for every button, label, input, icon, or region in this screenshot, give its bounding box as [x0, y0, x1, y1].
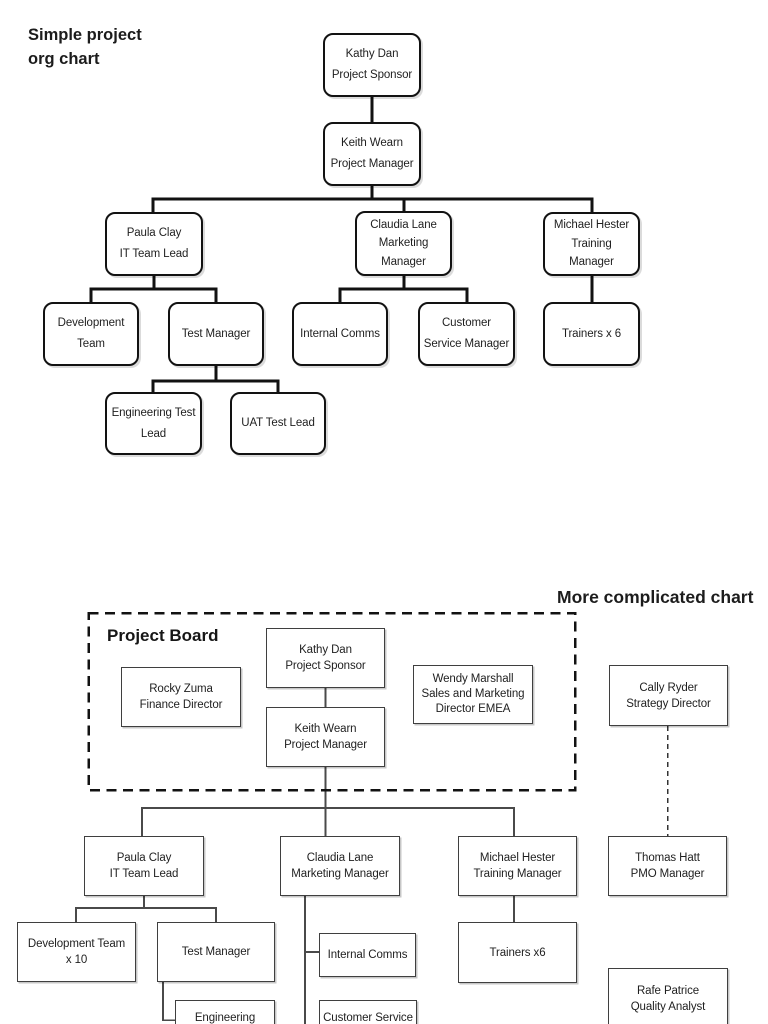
node-line: Development Team [27, 938, 126, 950]
node-line: Michael Hester [479, 852, 556, 864]
node-line: Training Manager [473, 868, 562, 880]
project-board-dashed-border [87, 611, 577, 792]
org2-node-rocky-zuma: Rocky Zuma Finance Director [121, 667, 241, 727]
node-line: Claudia Lane [370, 218, 437, 231]
project-board-label-text: Project Board [107, 626, 219, 645]
node-line: Development [57, 317, 125, 329]
simple-chart-title-line1: Simple project [28, 26, 142, 44]
node-line: Paula Clay [116, 852, 172, 864]
node-line: Manager [569, 256, 614, 269]
org2-node-thomas-hatt: Thomas Hatt PMO Manager [608, 836, 727, 896]
node-line: Test Manager [181, 946, 251, 958]
node-line: x 10 [65, 954, 88, 966]
org-node-claudia-lane: Claudia Lane Marketing Manager [355, 211, 452, 276]
org2-node-trainers-x6: Trainers x6 [458, 922, 577, 983]
node-line: Trainers x 6 [561, 327, 622, 340]
node-line: Project Manager [284, 739, 367, 751]
org-node-internal-comms: Internal Comms [292, 302, 388, 366]
node-line: Rocky Zuma [149, 683, 213, 695]
node-line: Team [77, 338, 105, 350]
complicated-chart-title-text: More complicated chart [557, 587, 754, 607]
org2-node-development-team-x10: Development Team x 10 [17, 922, 136, 982]
org-node-kathy-dan: Kathy Dan Project Sponsor [323, 33, 421, 97]
org2-node-keith-wearn: Keith Wearn Project Manager [266, 707, 385, 767]
node-line: Wendy Marshall [432, 672, 514, 685]
org-node-customer-service-manager: Customer Service Manager [418, 302, 515, 366]
org-node-keith-wearn: Keith Wearn Project Manager [323, 122, 421, 186]
complicated-chart-title: More complicated chart [557, 585, 753, 609]
node-line: PMO Manager [630, 868, 705, 880]
node-line: Internal Comms [300, 327, 380, 340]
node-line: Director EMEA [435, 703, 511, 716]
org2-node-internal-comms: Internal Comms [319, 933, 416, 977]
node-line: Paula Clay [126, 227, 182, 239]
node-line: Engineering Test [111, 406, 196, 419]
node-line: Kathy Dan [299, 644, 352, 656]
node-line: Test Manager [181, 327, 251, 340]
simple-chart-title-line2: org chart [28, 50, 100, 68]
org2-node-customer-service: Customer Service [319, 1000, 417, 1024]
node-line: Trainers x6 [489, 946, 546, 959]
node-line: Project Sponsor [285, 660, 366, 672]
node-line: Internal Comms [327, 949, 408, 961]
node-line: Project Manager [330, 158, 414, 170]
org-node-uat-test-lead: UAT Test Lead [230, 392, 326, 455]
node-line: Claudia Lane [306, 852, 374, 864]
node-line: Rafe Patrice [636, 985, 700, 997]
org-node-trainers: Trainers x 6 [543, 302, 640, 366]
org-node-michael-hester: Michael Hester Training Manager [543, 212, 640, 276]
node-line: Finance Director [139, 699, 223, 711]
org2-node-rafe-patrice: Rafe Patrice Quality Analyst [608, 968, 728, 1024]
org2-node-kathy-dan: Kathy Dan Project Sponsor [266, 628, 385, 688]
node-line: Sales and Marketing [421, 687, 525, 700]
node-line: Manager [381, 255, 426, 268]
org2-node-test-manager: Test Manager [157, 922, 275, 982]
org2-node-cally-ryder: Cally Ryder Strategy Director [609, 665, 728, 726]
node-line: Project Sponsor [331, 69, 413, 81]
org2-node-wendy-marshall: Wendy Marshall Sales and Marketing Direc… [413, 665, 533, 724]
node-line: Engineering [194, 1012, 256, 1024]
org-node-test-manager: Test Manager [168, 302, 264, 366]
node-line: Customer Service [323, 1012, 413, 1024]
node-line: Customer [441, 317, 492, 329]
node-line: Cally Ryder [639, 681, 698, 694]
node-line: Marketing [378, 237, 429, 250]
node-line: IT Team Lead [109, 868, 179, 880]
node-line: Thomas Hatt [635, 852, 700, 864]
simple-chart-title: Simple project org chart [28, 23, 142, 71]
node-line: Service Manager [423, 338, 510, 350]
org-node-engineering-test-lead: Engineering Test Lead [105, 392, 202, 455]
node-line: Marketing Manager [291, 868, 389, 880]
node-line: Keith Wearn [341, 137, 403, 149]
project-board-label: Project Board [107, 626, 218, 646]
node-line: UAT Test Lead [241, 417, 315, 429]
org2-node-engineering: Engineering [175, 1000, 275, 1024]
node-line: Lead [140, 427, 167, 440]
org2-node-paula-clay: Paula Clay IT Team Lead [84, 836, 204, 896]
node-line: Strategy Director [626, 697, 711, 710]
node-line: IT Team Lead [119, 248, 189, 260]
node-line: Quality Analyst [630, 1001, 706, 1013]
node-line: Keith Wearn [294, 723, 357, 735]
org2-node-michael-hester: Michael Hester Training Manager [458, 836, 577, 896]
org2-node-claudia-lane: Claudia Lane Marketing Manager [280, 836, 400, 896]
node-line: Kathy Dan [345, 48, 399, 60]
org-node-development-team: Development Team [43, 302, 139, 366]
node-line: Michael Hester [553, 219, 630, 232]
org-node-paula-clay: Paula Clay IT Team Lead [105, 212, 203, 276]
node-line: Training [571, 237, 612, 250]
